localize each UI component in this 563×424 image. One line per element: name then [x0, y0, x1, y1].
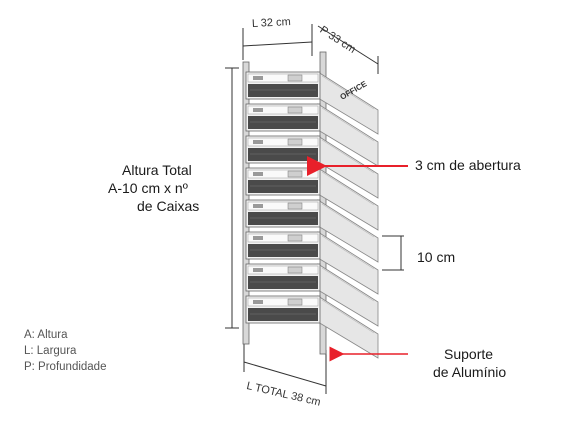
mail-slot	[248, 308, 318, 321]
width-label: L 32 cm	[251, 15, 292, 31]
mailbox-lid	[247, 137, 319, 147]
mail-slot	[248, 276, 318, 289]
mailbox-stack: OFFICE	[245, 71, 379, 359]
mail-slot	[248, 180, 318, 193]
mail-slot	[248, 116, 318, 129]
lock	[287, 298, 303, 306]
mailbox-lid	[247, 297, 319, 307]
support-callout-line-2: de Alumínio	[433, 364, 507, 380]
mailbox-lid	[247, 233, 319, 243]
mailbox-side-edge	[321, 75, 375, 110]
name-plate	[253, 268, 263, 272]
mailbox-side-edge	[321, 267, 375, 302]
mailbox-7	[245, 263, 379, 327]
height-label-line-2: A-10 cm x nº	[108, 180, 188, 196]
mailbox-side-edge	[321, 299, 375, 334]
mailbox-side-edge	[321, 107, 375, 142]
lock	[287, 266, 303, 274]
mail-slot	[248, 148, 318, 161]
lock	[287, 170, 303, 178]
mail-slot	[248, 244, 318, 257]
step-dimension	[382, 235, 404, 271]
lock	[287, 74, 303, 82]
lock	[287, 234, 303, 242]
mailbox-lid	[247, 201, 319, 211]
legend-height: A: Altura	[24, 329, 68, 341]
height-dimension	[225, 67, 239, 329]
legend-depth: P: Profundidade	[24, 361, 107, 373]
lock	[287, 106, 303, 114]
mailbox-lid	[247, 73, 319, 83]
name-plate	[253, 76, 263, 80]
name-plate	[253, 172, 263, 176]
height-label-line-1: Altura Total	[122, 162, 192, 178]
name-plate	[253, 300, 263, 304]
mailbox-side-edge	[321, 171, 375, 206]
mail-slot	[248, 84, 318, 97]
mailbox-lid	[247, 105, 319, 115]
name-plate	[253, 236, 263, 240]
mailbox-side-edge	[321, 139, 375, 174]
name-plate	[253, 108, 263, 112]
mailbox-6	[245, 231, 379, 295]
mailbox-1	[245, 71, 379, 135]
depth-dimension	[317, 25, 379, 74]
lock	[287, 202, 303, 210]
mailbox-2	[245, 103, 379, 167]
support-callout-line-1: Suporte	[444, 346, 494, 362]
mailbox-8	[245, 295, 379, 359]
height-label-line-3: de Caixas	[137, 198, 200, 214]
mailbox-lid	[247, 265, 319, 275]
mailbox-side-edge	[321, 235, 375, 270]
opening-callout: 3 cm de abertura	[415, 157, 521, 173]
lock	[287, 138, 303, 146]
legend-width: L: Largura	[24, 345, 77, 357]
name-plate	[253, 140, 263, 144]
width-dimension	[242, 24, 313, 60]
mail-slot	[248, 212, 318, 225]
total-width-dimension	[243, 340, 327, 394]
step-label: 10 cm	[417, 249, 456, 265]
name-plate	[253, 204, 263, 208]
mailbox-side-edge	[321, 203, 375, 238]
mailbox-5	[245, 199, 379, 263]
